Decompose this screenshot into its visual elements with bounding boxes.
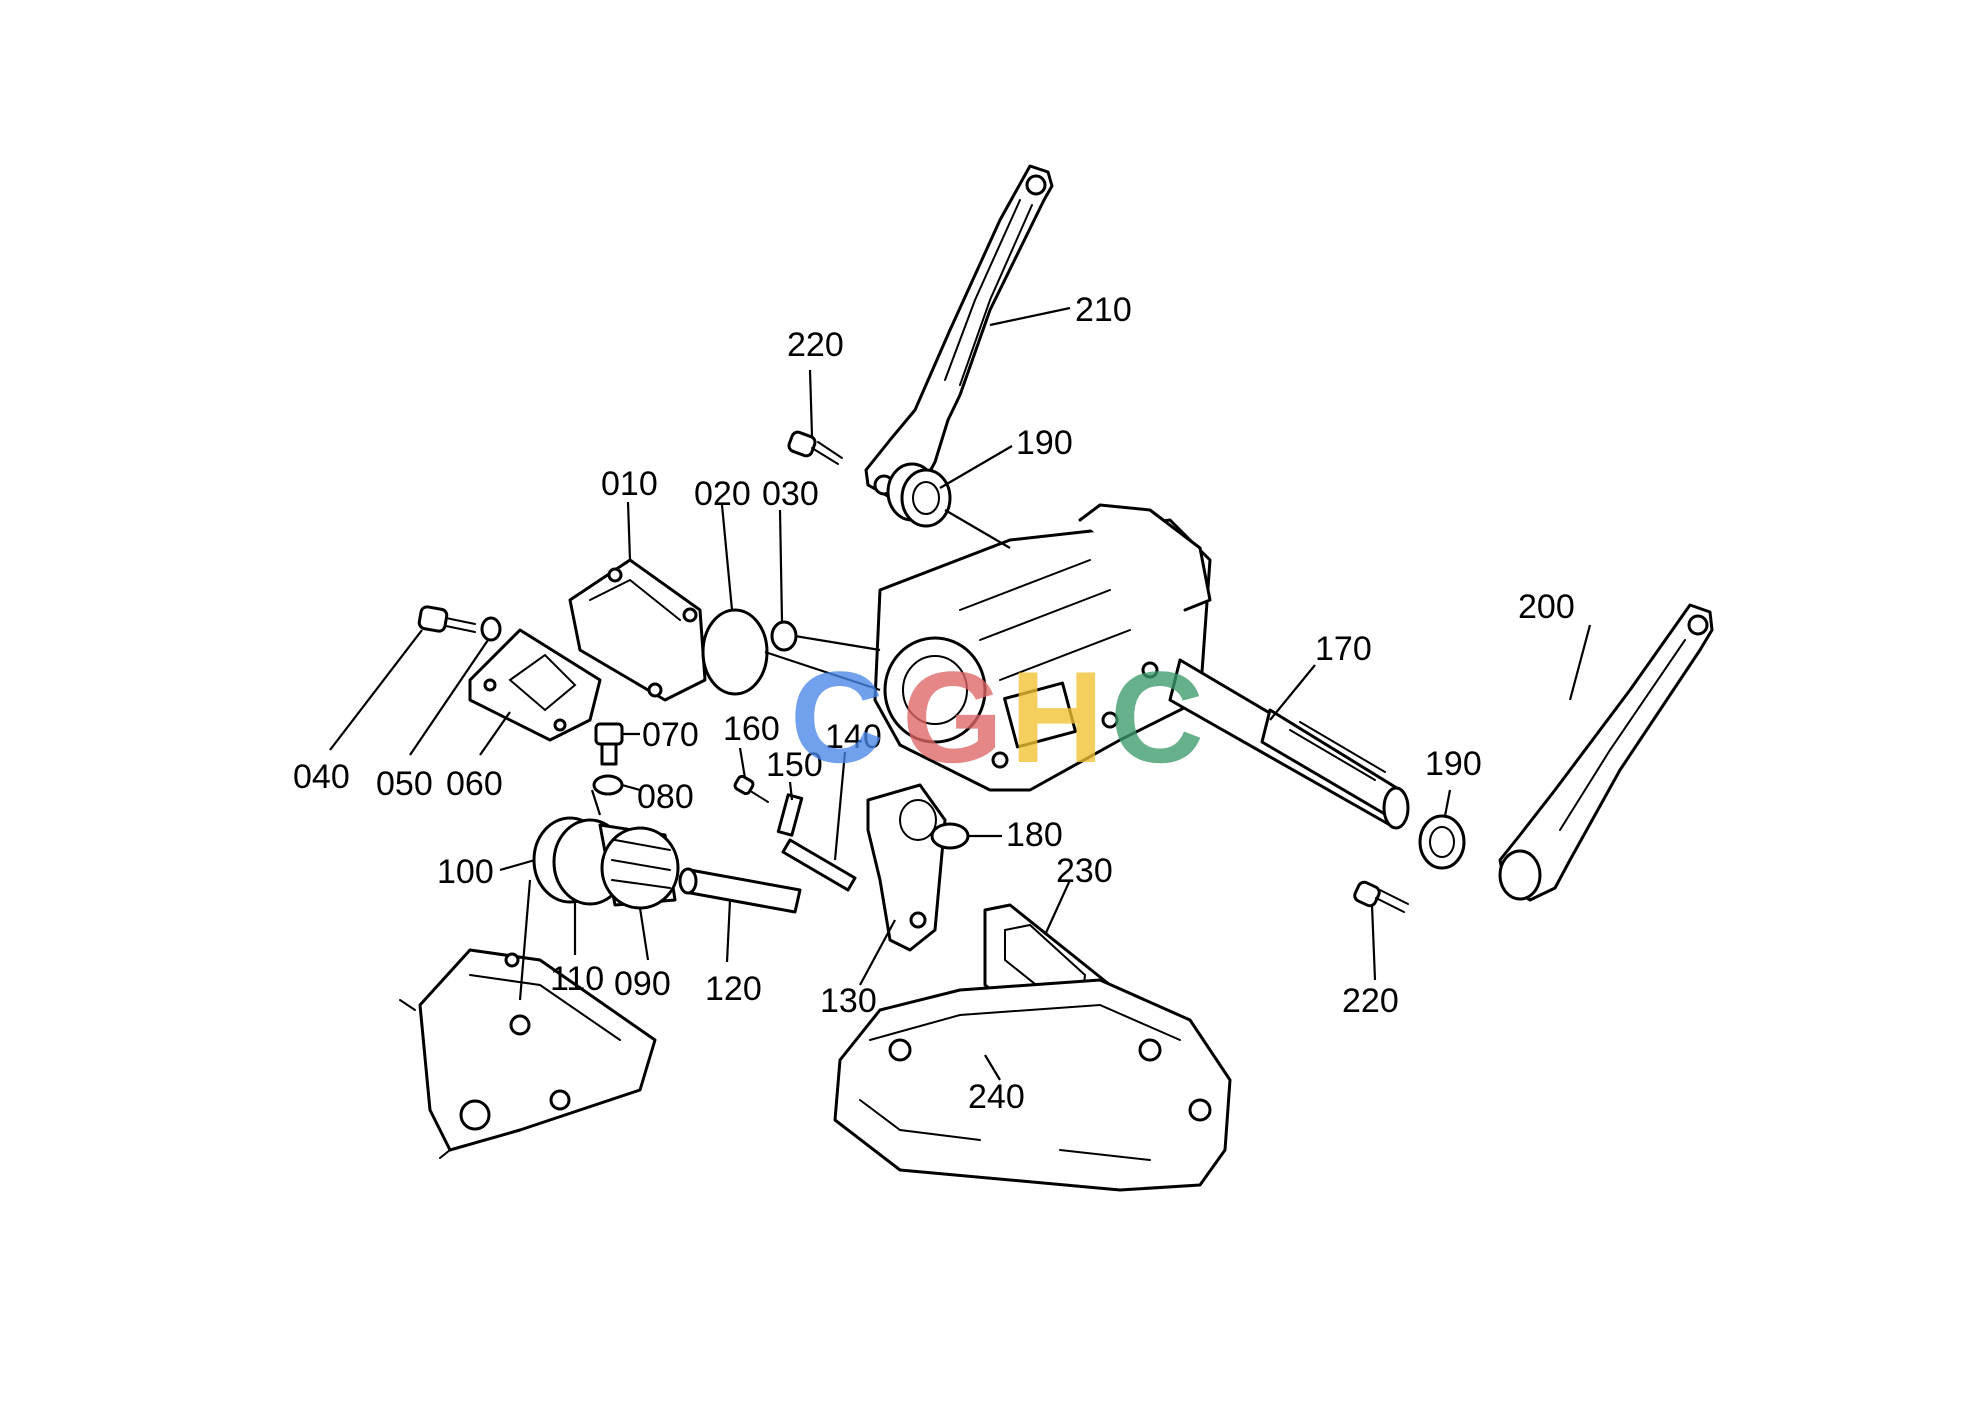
- callout-110: 110: [550, 960, 604, 998]
- callout-150: 150: [766, 746, 823, 784]
- shaft-170: [1168, 658, 1410, 830]
- lift-arm-130: [866, 783, 947, 952]
- circlip-180: [930, 822, 970, 850]
- bolt-220-right: [1353, 880, 1409, 913]
- collar-190-right: [1418, 814, 1466, 870]
- o-ring-020: [701, 608, 769, 696]
- lift-arm-200: [1498, 603, 1714, 902]
- gasket-060: [468, 628, 602, 742]
- washer-050: [480, 616, 502, 642]
- callout-080: 080: [637, 778, 694, 816]
- callout-090: 090: [614, 965, 671, 1003]
- callout-140: 140: [825, 718, 882, 756]
- callout-050: 050: [376, 765, 433, 803]
- callout-070: 070: [642, 716, 699, 754]
- watermark-letter-3: H: [1010, 644, 1104, 790]
- bolt-160: [733, 774, 769, 803]
- callout-220-right: 220: [1342, 982, 1399, 1020]
- watermark-letter-2: G: [902, 644, 1003, 790]
- collar-190-upper: [886, 462, 952, 528]
- watermark-logo: C G H C: [790, 644, 1204, 790]
- callout-190-upper: 190: [1016, 424, 1073, 462]
- callout-120: 120: [705, 970, 762, 1008]
- callout-060: 060: [446, 765, 503, 803]
- callout-130: 130: [820, 982, 877, 1020]
- lift-housing: [873, 503, 1212, 792]
- callout-160: 160: [723, 710, 780, 748]
- callout-240: 240: [968, 1078, 1025, 1116]
- lift-arm-210: [864, 164, 1054, 502]
- case-fragment-left: [399, 948, 657, 1159]
- callout-170: 170: [1315, 630, 1372, 668]
- callout-200: 200: [1518, 588, 1575, 626]
- callout-190-right: 190: [1425, 745, 1482, 783]
- watermark-letter-1: C: [790, 644, 884, 790]
- callout-020: 020: [694, 475, 751, 513]
- bolt-040: [417, 605, 476, 633]
- plug-070: [594, 722, 624, 766]
- callout-180: 180: [1006, 816, 1063, 854]
- callout-030: 030: [762, 475, 819, 513]
- watermark-letter-4: C: [1110, 644, 1204, 790]
- callout-230: 230: [1056, 852, 1113, 890]
- pin-120: [678, 867, 802, 914]
- case-fragment-right: [833, 978, 1232, 1192]
- leader-lines: [329, 306, 1592, 1081]
- clip-150: [776, 793, 804, 837]
- pin-140: [781, 838, 857, 892]
- bolt-220-upper: [787, 430, 843, 465]
- callout-100: 100: [437, 853, 494, 891]
- callout-010: 010: [601, 465, 658, 503]
- callout-210: 210: [1075, 291, 1132, 329]
- washer-080: [592, 774, 624, 796]
- piston-assembly: [532, 816, 680, 910]
- callout-040: 040: [293, 758, 350, 796]
- callout-labels: 210 220 190 010 020 030 040 050 060 070 …: [293, 291, 1575, 1116]
- callout-220-upper: 220: [787, 326, 844, 364]
